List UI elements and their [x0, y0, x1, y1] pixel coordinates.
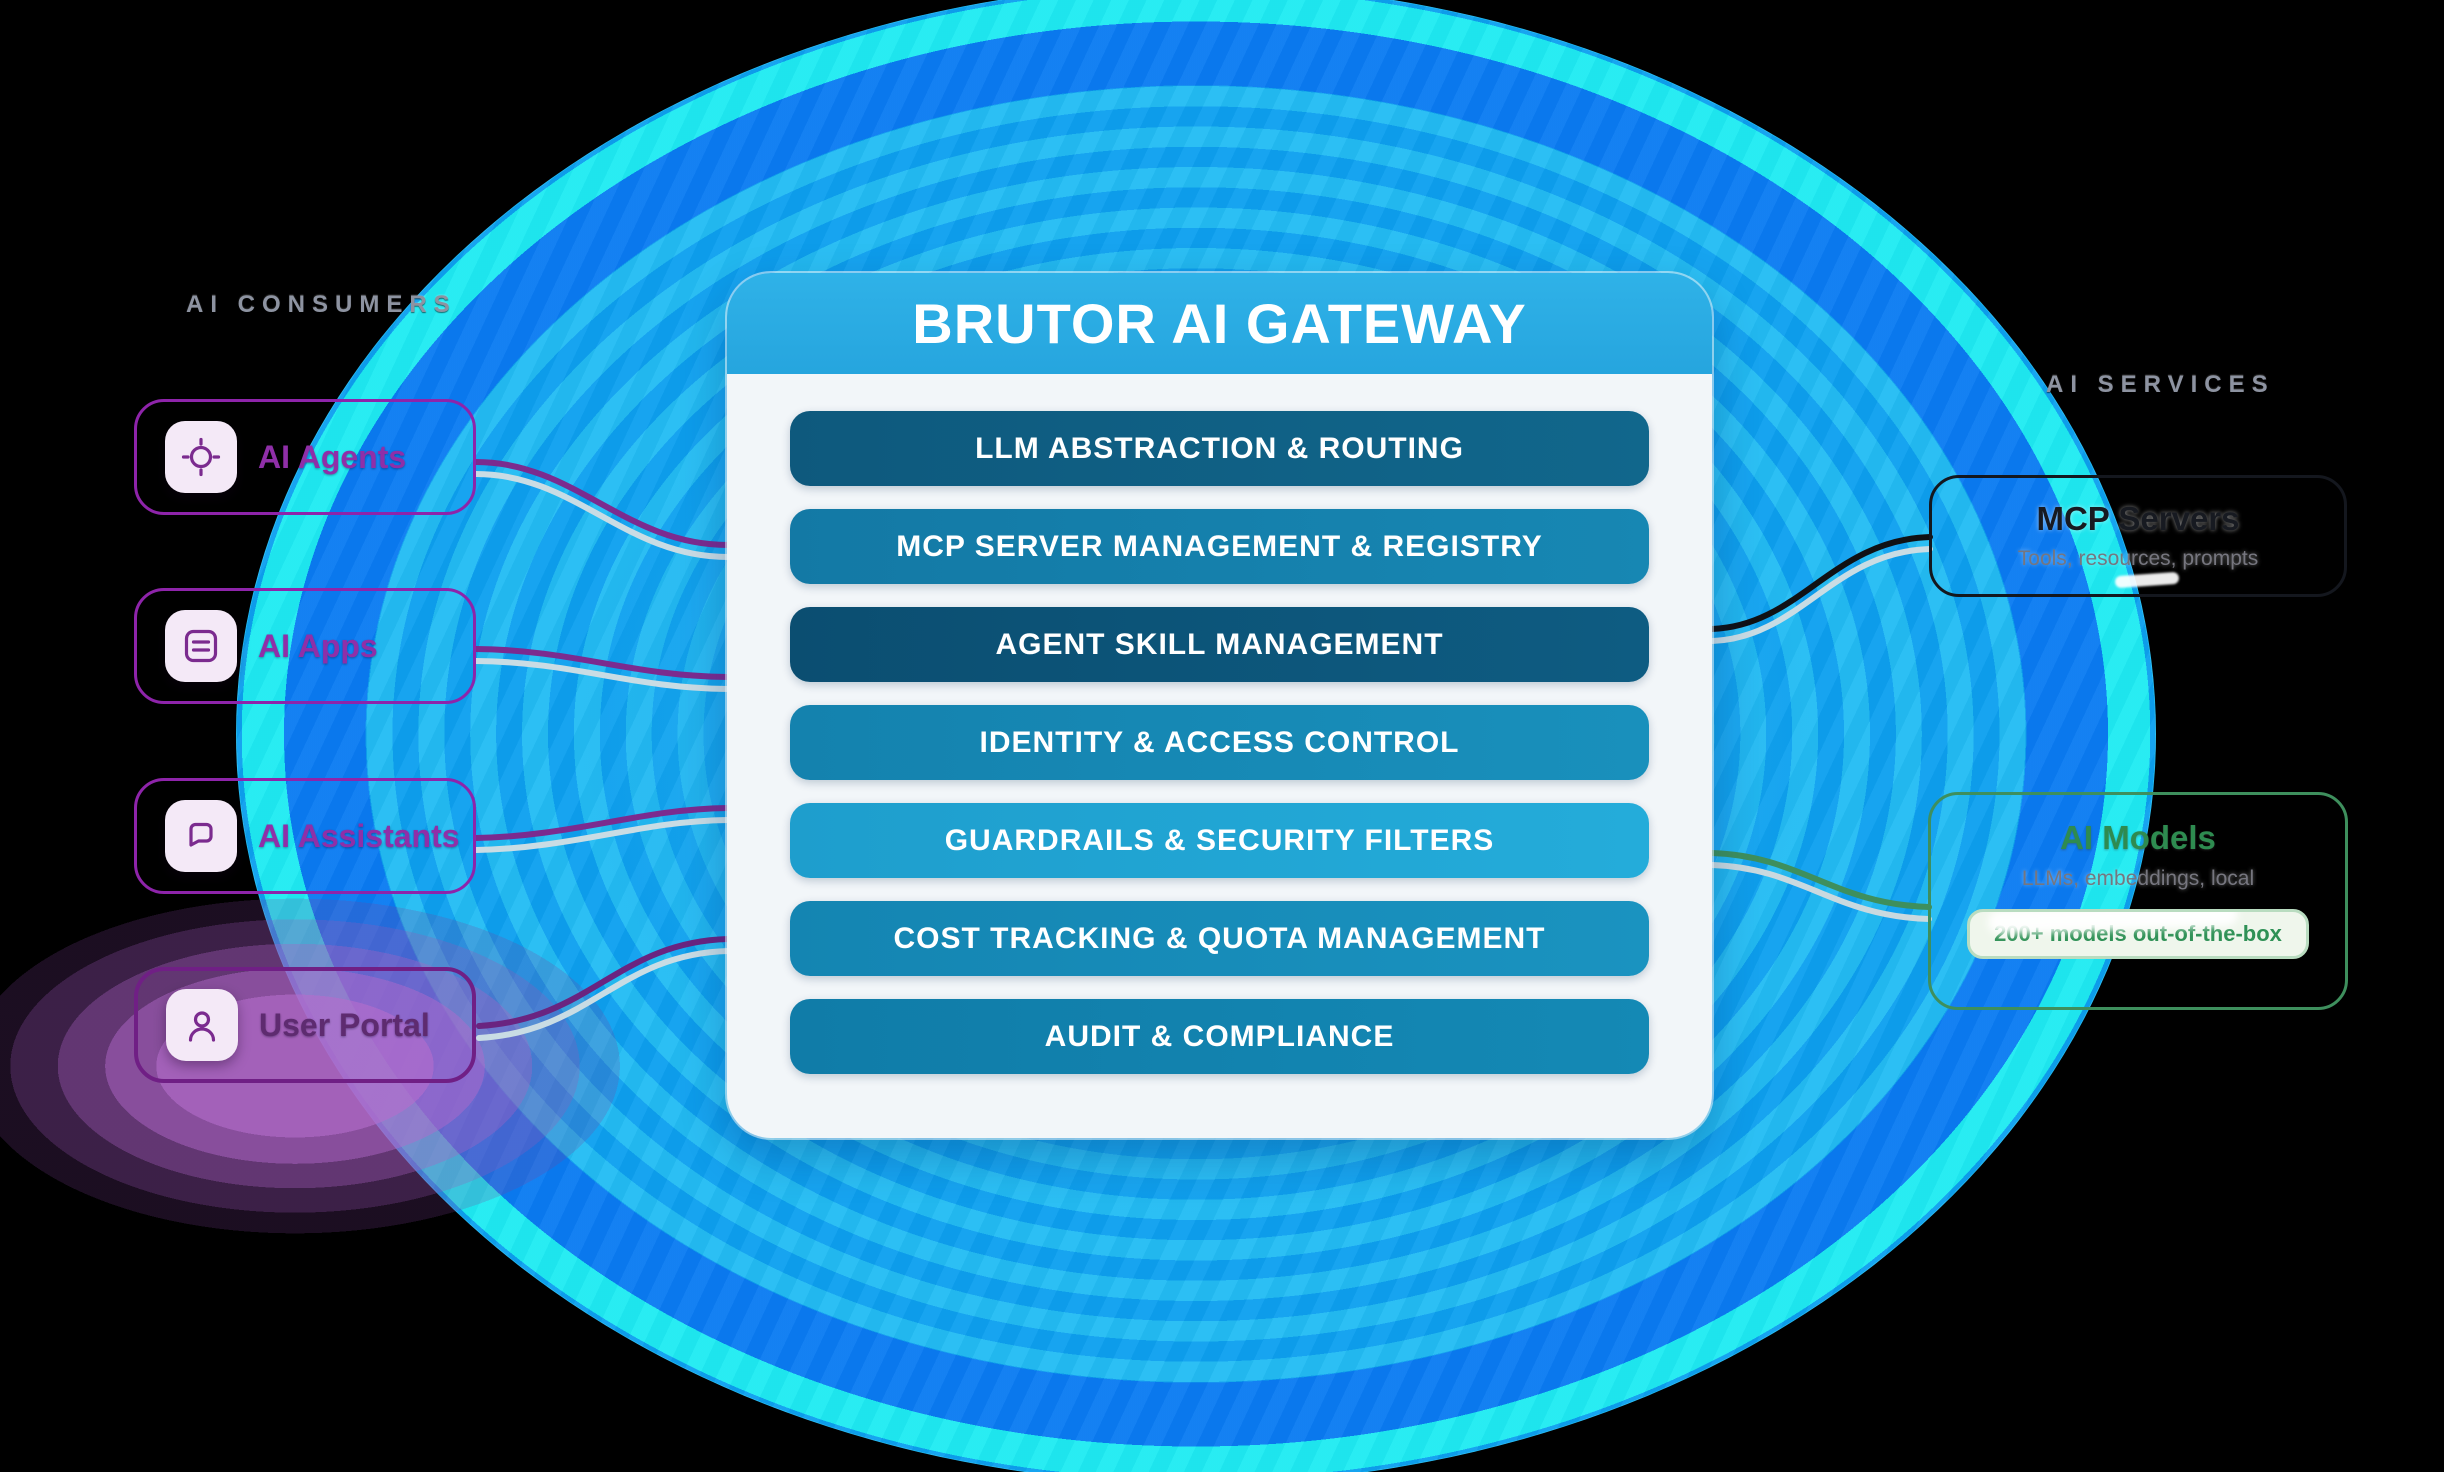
ai-assistants-label: AI Assistants — [258, 817, 460, 854]
ai-apps-chip — [165, 610, 237, 682]
ai-models-subtitle: LLMs, embeddings, local — [2021, 867, 2255, 890]
consumer-ai-agents: AI Agents — [134, 399, 476, 515]
module-audit-compliance: AUDIT & COMPLIANCE — [790, 999, 1649, 1074]
module-cost-tracking-quota-management: COST TRACKING & QUOTA MANAGEMENT — [790, 901, 1649, 976]
module-mcp-server-management-registry: MCP SERVER MANAGEMENT & REGISTRY — [790, 509, 1649, 584]
models-count-badge: 200+ models out-of-the-box — [1967, 909, 2309, 959]
user-portal-chip — [166, 989, 238, 1061]
services-heading: AI SERVICES — [2046, 371, 2275, 398]
module-identity-access-control: IDENTITY & ACCESS CONTROL — [790, 705, 1649, 780]
target-icon — [181, 437, 221, 477]
module-llm-abstraction-routing: LLM ABSTRACTION & ROUTING — [790, 411, 1649, 486]
consumer-ai-apps: AI Apps — [134, 588, 476, 704]
user-icon — [188, 1011, 216, 1042]
gateway-panel: BRUTOR AI GATEWAY LLM ABSTRACTION & ROUT… — [727, 273, 1712, 1138]
module-guardrails-security-filters: GUARDRAILS & SECURITY FILTERS — [790, 803, 1649, 878]
ai-agents-chip — [165, 421, 237, 493]
gateway-title: BRUTOR AI GATEWAY — [912, 292, 1527, 355]
mcp-servers-subtitle: Tools, resources, prompts — [2017, 547, 2259, 570]
module-agent-skill-management: AGENT SKILL MANAGEMENT — [790, 607, 1649, 682]
service-mcp-servers: MCP Servers Tools, resources, prompts — [1929, 475, 2347, 597]
service-ai-models: AI Models LLMs, embeddings, local 200+ m… — [1928, 792, 2348, 1010]
gateway-modules: LLM ABSTRACTION & ROUTING MCP SERVER MAN… — [790, 411, 1649, 1074]
ai-apps-label: AI Apps — [258, 627, 378, 664]
consumer-user-portal: User Portal — [134, 967, 476, 1083]
gateway-header: BRUTOR AI GATEWAY — [727, 273, 1712, 374]
ai-models-title: AI Models — [2060, 819, 2216, 856]
consumer-ai-assistants: AI Assistants — [134, 778, 476, 894]
apps-icon — [184, 629, 218, 663]
chat-bubble-icon — [189, 822, 213, 847]
consumers-heading: AI CONSUMERS — [186, 291, 457, 318]
ai-agents-label: AI Agents — [258, 438, 407, 475]
mcp-servers-title: MCP Servers — [2036, 500, 2240, 537]
user-portal-label: User Portal — [259, 1006, 430, 1043]
ai-assistants-chip — [165, 800, 237, 872]
